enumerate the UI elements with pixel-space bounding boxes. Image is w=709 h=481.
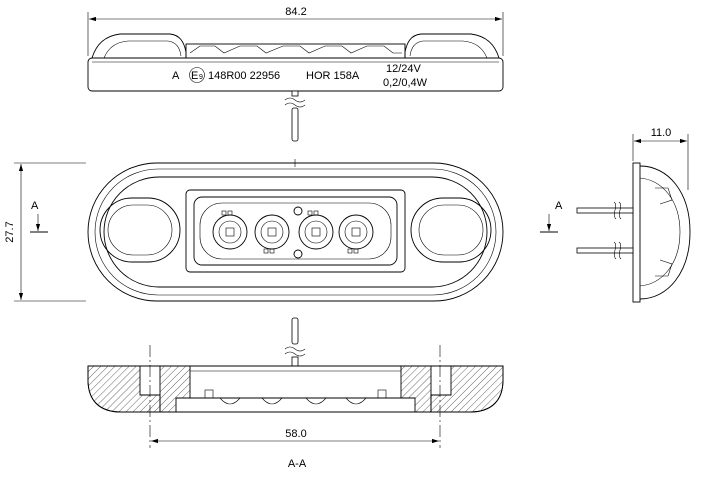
marking-class: A	[172, 70, 180, 82]
depth-label: 11.0	[651, 127, 672, 139]
side-pin-bottom-break-2	[618, 241, 622, 260]
right-housing-hump-inner	[409, 40, 488, 59]
marking-voltage: 12/24V	[386, 63, 422, 75]
overall-length-label: 84.2	[285, 6, 306, 18]
led-4	[338, 214, 374, 254]
led-module-lens	[193, 196, 398, 266]
mounting-hole-left	[99, 197, 181, 263]
side-pin-top-break-1	[613, 201, 617, 220]
approval-circle	[189, 67, 205, 83]
led-4-pad-left	[347, 248, 353, 254]
housing-base	[87, 57, 504, 92]
led-4-inner	[344, 220, 368, 244]
led-4-pad-right	[353, 248, 359, 254]
side-pin-top	[576, 207, 634, 214]
section-led-1	[219, 397, 241, 405]
side-inner-detail-bottom	[655, 259, 673, 277]
housing-outer-edge	[94, 168, 497, 296]
side-view: 11.0	[576, 127, 691, 303]
housing-outer-outline	[87, 162, 504, 302]
section-component-2	[377, 389, 387, 399]
mounting-hole-left-inner	[107, 204, 173, 256]
section-wire	[291, 317, 299, 345]
section-wire-break-2	[284, 351, 306, 357]
section-led-2	[261, 397, 283, 405]
section-component-1	[204, 389, 214, 399]
led-2-inner	[260, 220, 284, 244]
resistor-dot-top	[293, 206, 303, 216]
section-marker-left-label: A	[31, 200, 39, 212]
side-pin-bottom	[576, 247, 634, 254]
led-1-pad-right	[227, 210, 233, 216]
section-hatch-right-outer	[430, 365, 504, 413]
mounting-hole-right	[410, 197, 492, 263]
height-label: 27.7	[4, 221, 16, 242]
lens-led-profile	[189, 45, 402, 54]
led-1-inner	[218, 220, 242, 244]
section-view-label: A-A	[288, 458, 307, 470]
top-wire	[291, 107, 299, 142]
section-hatch-left-outer	[87, 365, 161, 413]
marking-power: 0,2/0,4W	[383, 77, 428, 89]
marking-approval-number: 9	[199, 74, 203, 81]
led-module-lens-inner	[199, 202, 392, 260]
led-3	[298, 210, 334, 250]
side-housing-profile	[639, 165, 691, 300]
marking-model: HOR 158A	[306, 70, 360, 82]
led-4-outer	[338, 214, 374, 250]
mounting-hole-right-inner	[418, 204, 484, 256]
section-led-4	[345, 397, 367, 405]
top-wire-stub	[291, 90, 299, 97]
led-1	[212, 210, 248, 250]
section-led-3	[305, 397, 327, 405]
led-2	[254, 214, 290, 254]
left-housing-hump-inner	[103, 40, 182, 59]
led-2-pad-right	[269, 248, 275, 254]
front-view: 27.7 A A	[4, 159, 563, 302]
led-module-frame	[185, 189, 406, 273]
led-2-outer	[254, 214, 290, 250]
section-view: 58.0 A-A	[87, 317, 504, 470]
housing-inner-track	[103, 176, 488, 288]
side-base-plate	[632, 162, 641, 303]
top-wire-break-1	[284, 97, 306, 103]
led-2-pad-left	[263, 248, 269, 254]
led-3-chip	[311, 227, 321, 237]
left-housing-hump	[91, 33, 187, 59]
led-3-pad-right	[313, 210, 319, 216]
top-wire-break-2	[284, 102, 306, 108]
side-pin-top-break-2	[618, 201, 622, 220]
section-marker-right-label: A	[555, 200, 563, 212]
led-1-outer	[212, 214, 248, 250]
section-hatch-left-inner	[159, 365, 191, 413]
section-wire-break-1	[284, 346, 306, 352]
section-wire-stub	[291, 356, 299, 367]
side-lens-profile	[639, 177, 681, 287]
led-4-chip	[351, 227, 361, 237]
led-2-chip	[267, 227, 277, 237]
side-inner-detail-top	[655, 187, 673, 205]
top-view: 84.2 A E 9 148R00 22956 HOR 158A 12/24V …	[87, 6, 504, 142]
led-3-inner	[304, 220, 328, 244]
led-1-chip	[225, 227, 235, 237]
marking-approval-letter: E	[191, 70, 198, 82]
right-housing-hump	[404, 33, 500, 59]
marking-approval-code: 148R00 22956	[208, 70, 280, 82]
resistor-dot-bottom	[293, 249, 303, 259]
hole-spacing-label: 58.0	[285, 428, 306, 440]
side-pin-bottom-break-1	[613, 241, 617, 260]
led-3-pad-left	[307, 210, 313, 216]
led-1-pad-left	[221, 210, 227, 216]
section-hatch-right-inner	[400, 365, 432, 413]
led-3-outer	[298, 214, 334, 250]
